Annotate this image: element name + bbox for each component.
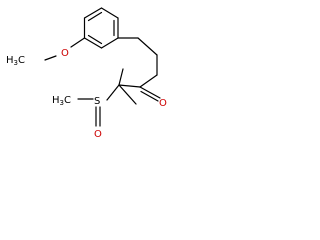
ring-to-oxygen-bond: [70, 37, 86, 48]
ring-bond-5: [83, 37, 103, 49]
ketone-double-bond-b: [140, 90, 159, 102]
ring-bond-2: [100, 7, 119, 19]
ring-bond-1: [83, 7, 103, 19]
quaternary-carbon-methyl-up: [118, 68, 124, 86]
ketone-carbon-bond: [118, 84, 141, 88]
sulfoxide-oxygen-label: O: [94, 129, 102, 140]
bond-lines: [44, 7, 161, 127]
chemical-structure-diagram: H3C O O H3C S O: [6, 7, 167, 140]
oxygen-to-methyl-bond: [44, 55, 57, 61]
ring-bond-4: [100, 37, 119, 49]
chain-bond-4: [139, 74, 158, 88]
ketone-oxygen-label: O: [159, 98, 167, 109]
ring-inner-bond-3: [87, 34, 103, 45]
sulfur-label: S: [94, 96, 100, 107]
quaternary-carbon-methyl-right: [118, 84, 137, 105]
sulfoxide-methyl-label: H3C: [52, 95, 71, 107]
chain-bond-2: [137, 37, 158, 56]
ketone-double-bond-a: [139, 86, 161, 99]
methoxy-methyl-label: H3C: [6, 55, 25, 67]
methoxy-oxygen-label: O: [61, 48, 69, 59]
quaternary-carbon-to-sulfur: [106, 84, 120, 101]
ring-inner-bond-1: [87, 11, 103, 22]
